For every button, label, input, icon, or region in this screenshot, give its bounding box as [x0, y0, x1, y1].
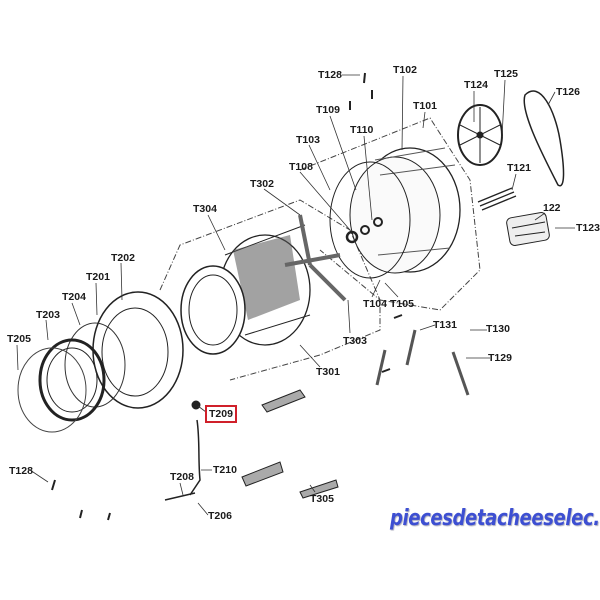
watermark: piecesdetacheeselec.com [390, 506, 600, 531]
drum-group-outline [159, 199, 381, 381]
label-t305: T305 [310, 493, 334, 505]
label-t109: T109 [316, 104, 340, 116]
label-t108: T108 [289, 161, 313, 173]
label-t303: T303 [343, 335, 367, 347]
seal-t109 [373, 217, 383, 227]
label-t101: T101 [413, 100, 437, 112]
label-t125: T125 [494, 68, 518, 80]
label-t130: T130 [486, 323, 510, 335]
rear-tub-drawing [329, 147, 461, 279]
leader-lines [16, 74, 575, 516]
label-t302: T302 [250, 178, 274, 190]
label-t124: T124 [464, 79, 488, 91]
label-t105: T105 [390, 298, 414, 310]
label-t128-top: T128 [318, 69, 342, 81]
label-t208: T208 [170, 471, 194, 483]
door-ring-inner [46, 347, 98, 413]
damper-3 [451, 351, 470, 396]
label-t103: T103 [296, 134, 320, 146]
label-t131: T131 [433, 319, 457, 331]
label-t301: T301 [316, 366, 340, 378]
label-t121: T121 [507, 162, 531, 174]
seal-t108 [345, 230, 359, 244]
label-t123: T123 [576, 222, 600, 234]
hose-t210 [164, 419, 201, 501]
glass-t205 [17, 347, 87, 433]
label-t104: T104 [363, 298, 387, 310]
label-t204: T204 [62, 291, 86, 303]
heater-drawing [477, 187, 517, 211]
drum-drawing [180, 224, 311, 355]
belt-drawing [523, 90, 565, 187]
label-t206: T206 [208, 510, 232, 522]
damper-1 [375, 349, 387, 386]
label-t304: T304 [193, 203, 217, 215]
label-t202: T202 [111, 252, 135, 264]
paddle-3 [299, 479, 339, 499]
spider-drawing [284, 214, 347, 302]
label-122: 122 [543, 202, 561, 214]
label-t209-highlighted[interactable]: T209 [205, 405, 237, 423]
paddle-2 [241, 461, 284, 487]
motor-drawing [506, 212, 550, 246]
label-t129: T129 [488, 352, 512, 364]
label-t102: T102 [393, 64, 417, 76]
paddle-1 [261, 389, 306, 413]
pulley-drawing [457, 104, 503, 166]
screws [51, 72, 403, 521]
label-t128-bottom: T128 [9, 465, 33, 477]
damper-2 [405, 329, 417, 366]
label-t201: T201 [86, 271, 110, 283]
label-t110: T110 [350, 124, 374, 136]
front-tub-drawing [92, 291, 184, 409]
label-t126: T126 [556, 86, 580, 98]
hose-fitting-t209 [191, 400, 201, 410]
label-t205: T205 [7, 333, 31, 345]
door-ring-t203 [38, 338, 106, 422]
label-t203: T203 [36, 309, 60, 321]
label-t210: T210 [213, 464, 237, 476]
seal-t110 [360, 225, 370, 235]
